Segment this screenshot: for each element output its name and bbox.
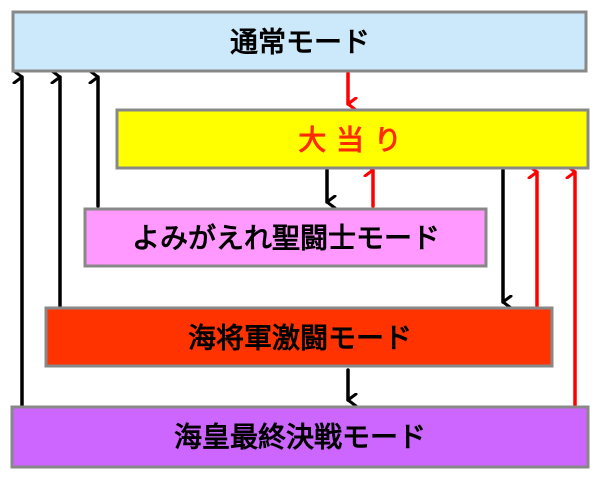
box-kaisho-label: 海将軍激闘モード (188, 322, 412, 355)
box-kaisho-mode: 海将軍激闘モード (44, 306, 554, 368)
box-kaisho-bg (44, 306, 554, 368)
box-normal-bg (11, 10, 588, 73)
box-yomigaere-bg (83, 207, 488, 268)
box-yomigaere-mode: よみがえれ聖闘士モード (83, 207, 488, 268)
box-normal-mode: 通常モード (11, 10, 588, 73)
box-kaiou-label: 海皇最終決戦モード (174, 421, 426, 454)
box-kaiou-bg (10, 405, 590, 469)
box-jackpot-bg (115, 108, 590, 170)
box-kaiou-mode: 海皇最終決戦モード (10, 405, 590, 469)
box-jackpot-label: 大 当 り (298, 124, 402, 157)
arrows (22, 73, 577, 408)
box-yomigaere-label: よみがえれ聖闘士モード (132, 222, 440, 255)
box-normal-label: 通常モード (230, 26, 370, 59)
box-jackpot: 大 当 り (115, 108, 590, 170)
